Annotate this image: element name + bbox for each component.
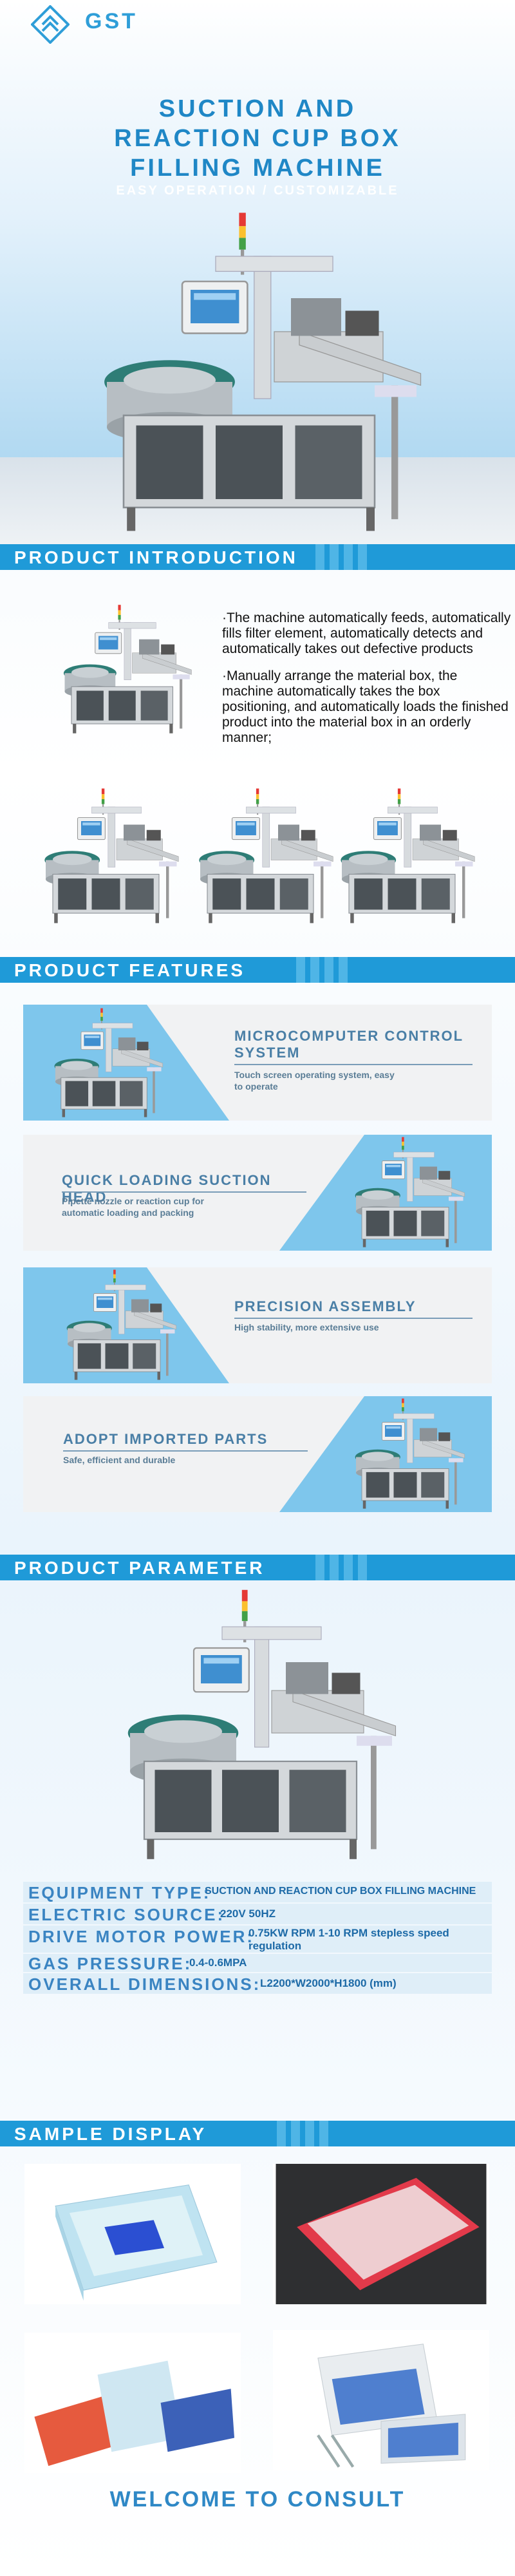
section-header-parameter: PRODUCT PARAMETER xyxy=(0,1555,515,1580)
section-title: SAMPLE DISPLAY xyxy=(14,2124,207,2144)
section-title: PRODUCT FEATURES xyxy=(14,960,246,980)
sample-image-blue-tip-box xyxy=(24,2164,241,2304)
feature-description: Safe, efficient and durable xyxy=(63,1455,176,1465)
section-title: PRODUCT PARAMETER xyxy=(14,1558,265,1578)
feature-image xyxy=(324,1135,492,1251)
param-row-electric-source: ELECTRIC SOURCE: 220V 50HZ xyxy=(23,1904,492,1924)
feature-card-precision-assembly: PRECISION ASSEMBLY High stability, more … xyxy=(23,1267,492,1383)
feature-title: MICROCOMPUTER CONTROL SYSTEM xyxy=(234,1028,464,1061)
machine-view-center xyxy=(193,786,335,927)
feature-card-quick-loading: QUICK LOADING SUCTION HEAD Pipette nozzl… xyxy=(23,1135,492,1251)
feature-image xyxy=(23,1267,216,1383)
page-title: SUCTION AND REACTION CUP BOX FILLING MAC… xyxy=(114,95,401,182)
feature-title: ADOPT IMPORTED PARTS xyxy=(63,1431,268,1447)
intro-machine-image xyxy=(32,602,219,737)
intro-paragraph: ·Manually arrange the material box, the … xyxy=(222,668,509,745)
sample-image-multi-tip-boxes xyxy=(24,2333,241,2473)
section-header-intro: PRODUCT INTRODUCTION xyxy=(0,544,515,570)
intro-paragraph: ·The machine automatically feeds, automa… xyxy=(222,611,511,656)
machine-view-left xyxy=(39,786,180,927)
section-header-samples: SAMPLE DISPLAY xyxy=(0,2121,515,2146)
section-title: PRODUCT INTRODUCTION xyxy=(14,547,298,567)
feature-description: Touch screen operating system, easy to o… xyxy=(234,1070,395,1092)
parameter-machine-image xyxy=(103,1584,412,1868)
feature-card-imported-parts: ADOPT IMPORTED PARTS Safe, efficient and… xyxy=(23,1396,492,1512)
param-row-gas-pressure: GAS PRESSURE: 0.4-0.6MPA xyxy=(23,1954,492,1973)
feature-description: High stability, more extensive use xyxy=(234,1322,379,1332)
gst-logo-icon xyxy=(31,5,70,44)
machine-view-right xyxy=(335,786,476,927)
hero-banner: GST SUCTION AND REACTION CUP BOX FILLING… xyxy=(0,0,515,544)
param-value: L2200*W2000*H1800 (mm) xyxy=(260,1977,397,1989)
section-header-features: PRODUCT FEATURES xyxy=(0,957,515,983)
feature-title: PRECISION ASSEMBLY xyxy=(234,1298,417,1314)
param-key: GAS PRESSURE: xyxy=(28,1954,192,1973)
param-key: OVERALL DIMENSIONS: xyxy=(28,1975,261,1994)
param-row-drive-motor-power: DRIVE MOTOR POWER: 0.75KW RPM 1-10 RPM s… xyxy=(23,1926,492,1953)
feature-title: QUICK LOADING SUCTION HEAD xyxy=(62,1172,272,1205)
intro-description: ·The machine automatically feeds, automa… xyxy=(222,611,512,757)
sample-image-red-tube-rack xyxy=(273,2164,489,2304)
param-key: DRIVE MOTOR POWER: xyxy=(28,1927,255,1946)
param-key: ELECTRIC SOURCE: xyxy=(28,1905,225,1924)
feature-image xyxy=(337,1396,479,1512)
param-value: 0.75KW RPM 1-10 RPM stepless speed regul… xyxy=(248,1927,449,1952)
param-row-overall-dimensions: OVERALL DIMENSIONS: L2200*W2000*H1800 (m… xyxy=(23,1973,492,1994)
consult-banner: WELCOME TO CONSULT xyxy=(109,2487,406,2512)
param-key: EQUIPMENT TYPE: xyxy=(28,1883,211,1902)
feature-image xyxy=(36,1006,178,1121)
sample-image-white-tip-boxes xyxy=(273,2330,489,2470)
param-row-equipment-type: EQUIPMENT TYPE: SUCTION AND REACTION CUP… xyxy=(23,1882,492,1902)
param-value: 0.4-0.6MPA xyxy=(189,1956,247,1969)
feature-description: Pipette nozzle or reaction cup for autom… xyxy=(62,1196,204,1218)
page-subtitle: EASY OPERATION / CUSTOMIZABLE xyxy=(116,184,399,198)
feature-card-microcomputer: MICROCOMPUTER CONTROL SYSTEM Touch scree… xyxy=(23,1005,492,1121)
brand-name: GST xyxy=(85,9,138,33)
param-value: 220V 50HZ xyxy=(220,1908,276,1920)
param-value: SUCTION AND REACTION CUP BOX FILLING MAC… xyxy=(205,1886,476,1897)
hero-machine-image xyxy=(77,206,438,541)
